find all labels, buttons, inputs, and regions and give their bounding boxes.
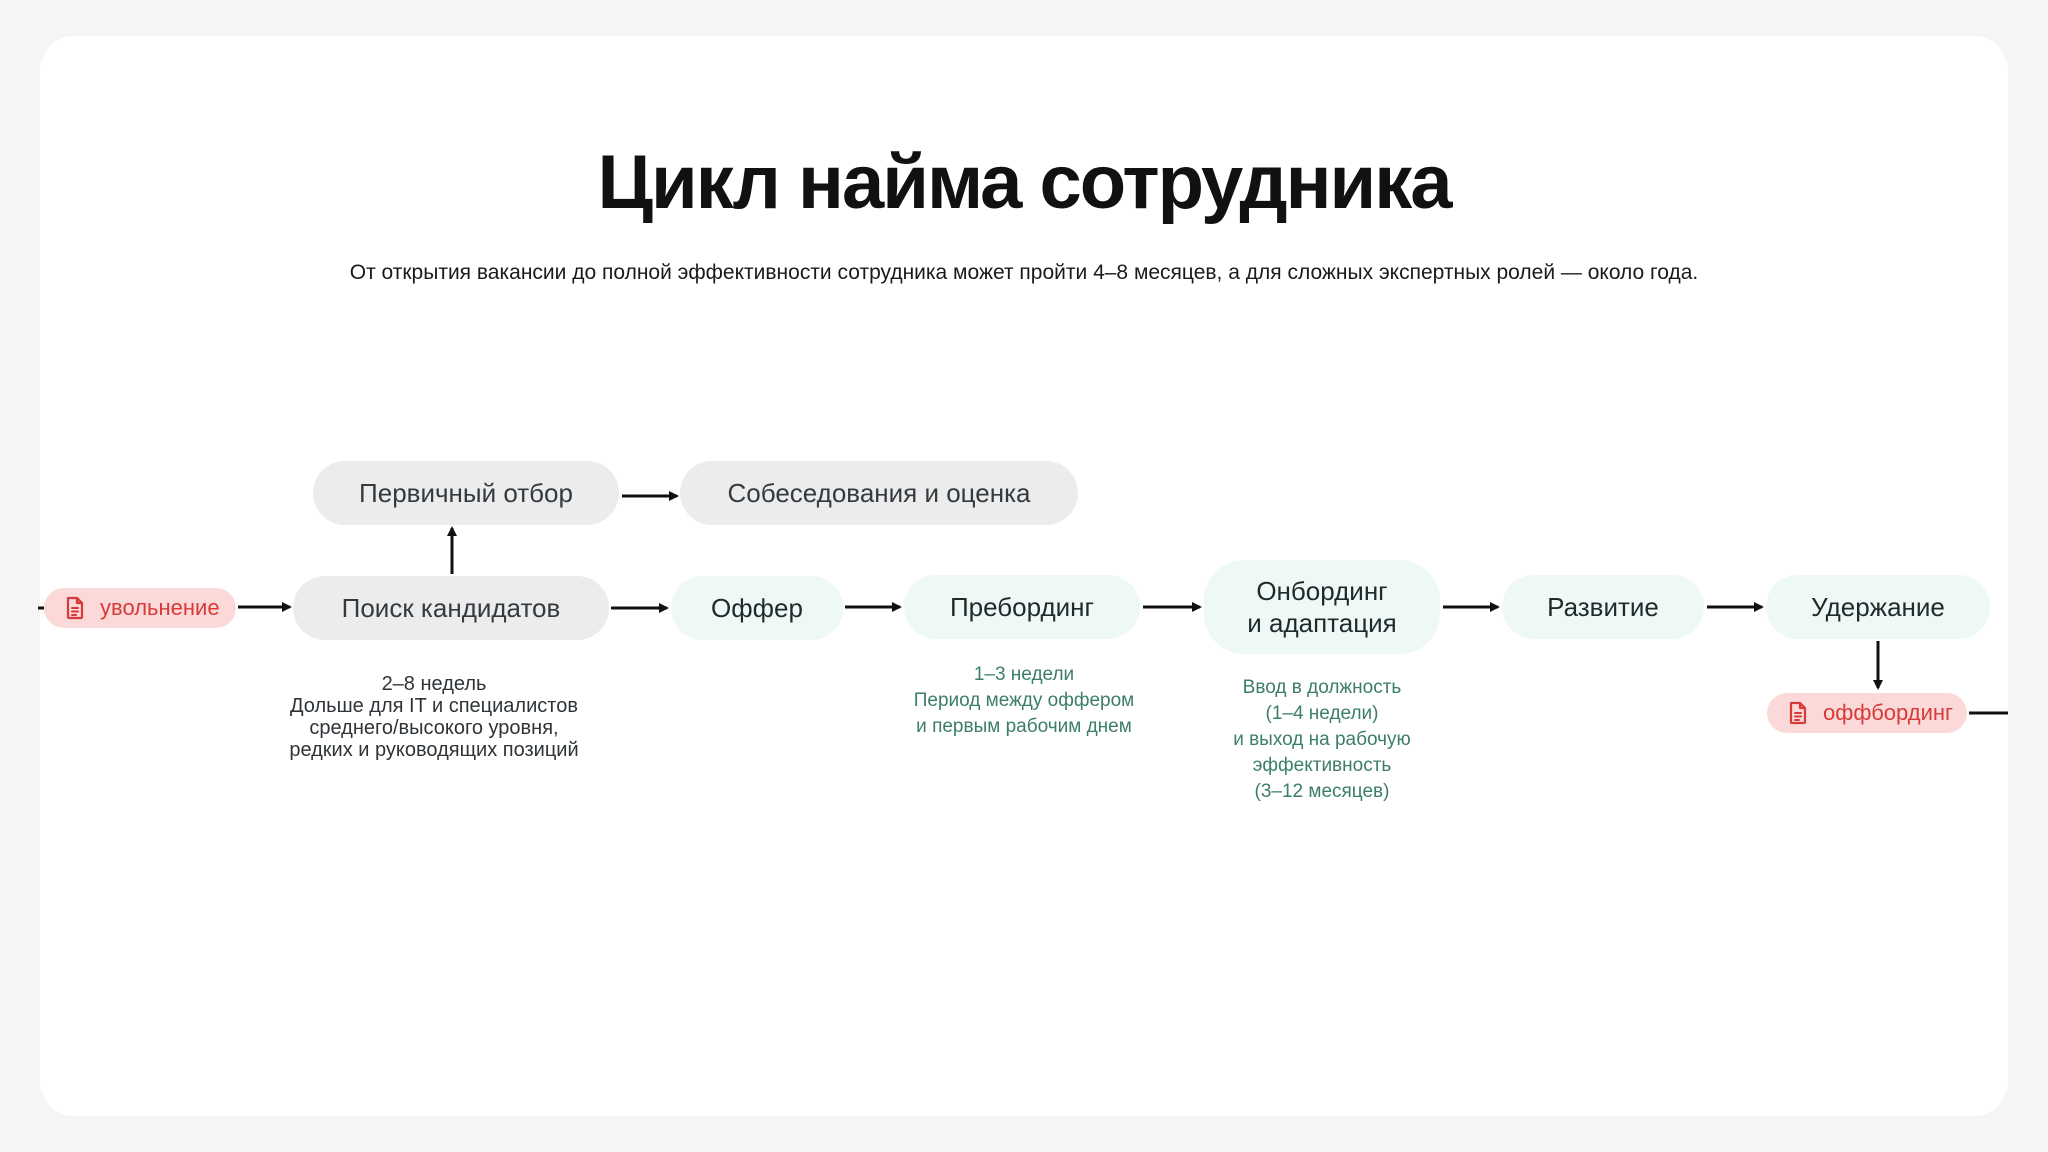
note-line: (1–4 недели) <box>1265 703 1379 724</box>
node-onboarding: Онбординг и адаптация <box>1204 560 1440 654</box>
note-line: среднего/высокого уровня, <box>309 717 559 739</box>
node-label-line2: и адаптация <box>1247 608 1397 638</box>
node-dismissal: увольнение <box>44 588 236 628</box>
note-line: редких и руководящих позиций <box>289 739 579 761</box>
pill-label: увольнение <box>100 595 220 620</box>
note-onboarding: Ввод в должность (1–4 недели) и выход на… <box>1162 675 1482 805</box>
node-offboarding: оффбординг <box>1767 693 1967 733</box>
node-preboarding: Пребординг <box>904 575 1140 639</box>
note-preboarding: 1–3 недели Период между оффером и первым… <box>864 662 1184 740</box>
node-label-line1: Онбординг <box>1256 576 1388 606</box>
node-label: Удержание <box>1811 592 1945 622</box>
node-label: Первичный отбор <box>359 478 573 508</box>
note-line: и выход на рабочую <box>1233 729 1411 750</box>
node-interviews: Собеседования и оценка <box>680 461 1078 525</box>
note-line: Ввод в должность <box>1242 677 1402 698</box>
document-icon <box>66 596 84 620</box>
node-primary-screening: Первичный отбор <box>313 461 619 525</box>
note-line: 2–8 недель <box>381 673 487 695</box>
node-label: Оффер <box>711 593 803 623</box>
page-title: Цикл найма сотрудника <box>597 140 1452 225</box>
node-label: Собеседования и оценка <box>727 478 1031 508</box>
node-candidate-search: Поиск кандидатов <box>293 576 609 640</box>
node-offer: Оффер <box>671 576 843 640</box>
note-line: Дольше для IT и специалистов <box>290 695 578 717</box>
pill-label: оффбординг <box>1823 700 1954 725</box>
note-line: Период между оффером <box>913 690 1135 711</box>
node-label: Пребординг <box>949 592 1095 622</box>
page-subtitle: От открытия вакансии до полной эффективн… <box>349 261 1699 284</box>
note-line: (3–12 месяцев) <box>1254 781 1390 802</box>
note-line: и первым рабочим днем <box>916 716 1132 737</box>
note-line: 1–3 недели <box>973 664 1075 685</box>
document-icon <box>1789 701 1807 725</box>
note-line: эффективность <box>1252 755 1392 776</box>
node-development: Развитие <box>1502 575 1704 639</box>
note-candidate-search: 2–8 недель Дольше для IT и специалистов … <box>254 673 614 761</box>
node-label: Поиск кандидатов <box>341 593 561 623</box>
node-label: Развитие <box>1547 592 1659 622</box>
node-retention: Удержание <box>1766 575 1990 639</box>
